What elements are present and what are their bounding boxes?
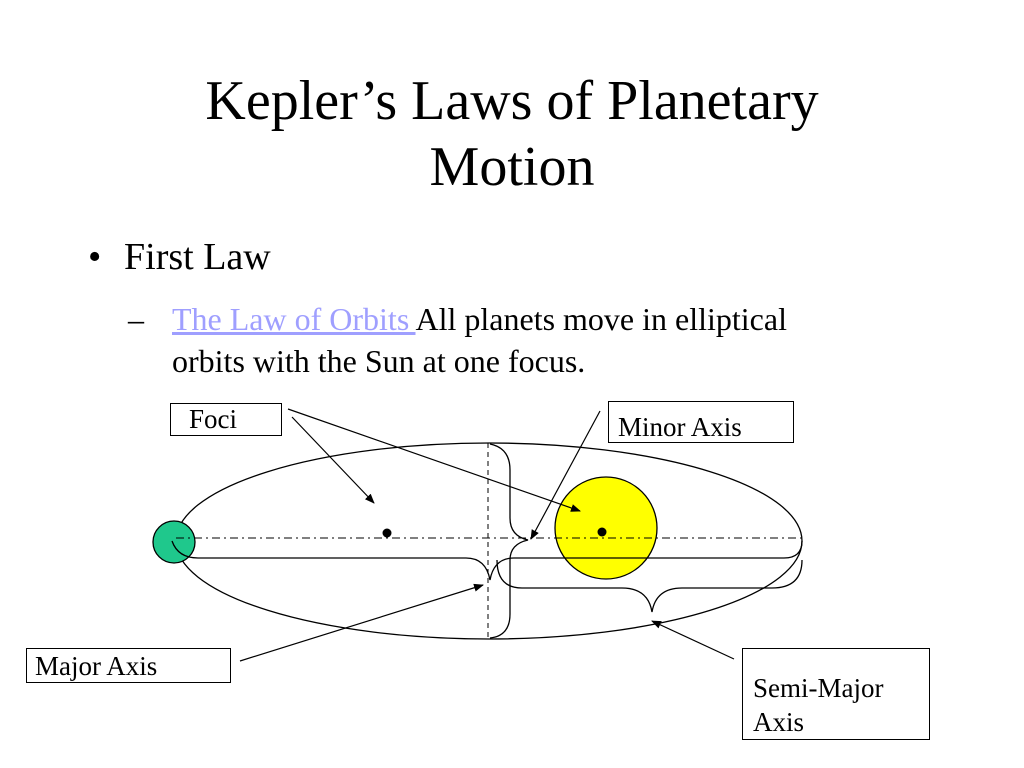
- minor-axis-brace: [489, 443, 529, 639]
- title-line-2: Motion: [429, 136, 595, 198]
- major-axis-arrow: [239, 583, 484, 662]
- sub-bullet-body: The Law of Orbits All planets move in el…: [172, 298, 852, 382]
- semi-major-label-line-1: Semi-Major: [753, 673, 884, 703]
- bullet-marker: •: [88, 236, 102, 278]
- semi-major-arrow: [651, 620, 735, 660]
- bullet-first-law: • First Law: [88, 233, 271, 281]
- foci-arrow-left: [291, 416, 375, 504]
- foci-label: Foci: [170, 403, 282, 436]
- minor-axis-arrow: [530, 410, 601, 540]
- sub-bullet-marker: –: [128, 301, 144, 337]
- semi-major-axis-label: Semi-Major Axis: [742, 648, 930, 740]
- semi-major-label-line-2: Axis: [753, 707, 805, 737]
- bullet-text: First Law: [124, 236, 271, 278]
- law-of-orbits-link[interactable]: The Law of Orbits: [172, 301, 416, 337]
- minor-axis-label: Minor Axis: [608, 401, 794, 443]
- focus-point-left: [382, 528, 392, 538]
- orbit-ellipse: [175, 442, 803, 640]
- semi-major-brace: [496, 559, 803, 613]
- sub-bullet-text: All planets move in elliptical orbits wi…: [172, 301, 787, 379]
- slide-title: Kepler’s Laws of Planetary Motion: [0, 68, 1024, 200]
- major-axis-label: Major Axis: [26, 648, 231, 683]
- foci-arrow-right: [287, 408, 581, 512]
- planet: [152, 520, 196, 564]
- sun: [554, 476, 658, 580]
- sub-bullet: – The Law of Orbits All planets move in …: [128, 298, 868, 379]
- major-axis-brace: [171, 540, 803, 581]
- focus-point-right: [597, 527, 607, 537]
- title-line-1: Kepler’s Laws of Planetary: [205, 70, 819, 132]
